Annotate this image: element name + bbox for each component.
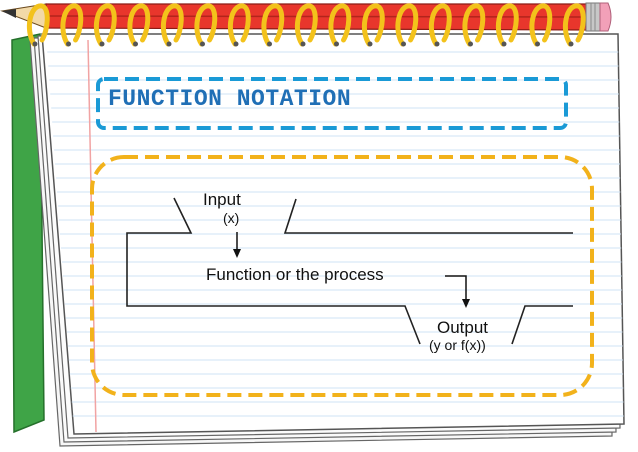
spiral-ring <box>562 3 586 47</box>
spiral-ring <box>26 3 50 47</box>
spiral-ring <box>529 3 553 47</box>
spiral-ring <box>462 3 486 47</box>
spiral-ring <box>194 3 218 47</box>
spiral-ring <box>395 3 419 47</box>
machine-outline-right <box>511 305 573 345</box>
output-variable: (y or f(x)) <box>429 337 486 353</box>
input-arrow-icon <box>233 232 241 258</box>
process-label: Function or the process <box>206 265 384 284</box>
spiral-ring <box>294 3 318 47</box>
input-label: Input <box>203 190 241 209</box>
spiral-ring <box>328 3 352 47</box>
binding-hole <box>66 41 71 47</box>
machine-outline-top <box>283 198 573 234</box>
binding-hole <box>32 41 38 47</box>
binding-hole <box>166 41 172 47</box>
binding-hole <box>334 41 339 47</box>
binding-hole <box>300 41 306 47</box>
binding-hole <box>501 41 507 47</box>
input-variable: (x) <box>223 210 240 226</box>
binding-hole <box>133 41 138 47</box>
ruled-lines <box>47 51 624 417</box>
spiral-ring <box>160 3 184 47</box>
spiral-ring <box>261 3 285 47</box>
output-label: Output <box>437 318 489 337</box>
binding-hole <box>267 41 272 47</box>
binding-hole <box>568 41 574 47</box>
output-arrow-icon <box>445 275 470 308</box>
spiral-ring <box>361 3 385 47</box>
title-box <box>96 77 568 130</box>
binding-hole <box>468 41 473 47</box>
spiral-ring <box>127 3 151 47</box>
machine-outline-left <box>126 197 421 345</box>
content-box <box>90 155 594 397</box>
binding-hole <box>233 41 239 47</box>
page-title: FUNCTION NOTATION <box>108 86 352 112</box>
binding-hole <box>367 41 373 47</box>
spiral-ring <box>93 3 117 47</box>
binding-hole <box>200 41 205 47</box>
spiral-ring <box>227 3 251 47</box>
spiral-ring <box>428 3 452 47</box>
binding-hole <box>535 41 540 47</box>
spiral-ring <box>495 3 519 47</box>
spiral-binding <box>26 3 586 47</box>
binding-hole <box>401 41 406 47</box>
binding-hole <box>99 41 105 47</box>
spiral-ring <box>60 3 84 47</box>
binding-hole <box>434 41 440 47</box>
